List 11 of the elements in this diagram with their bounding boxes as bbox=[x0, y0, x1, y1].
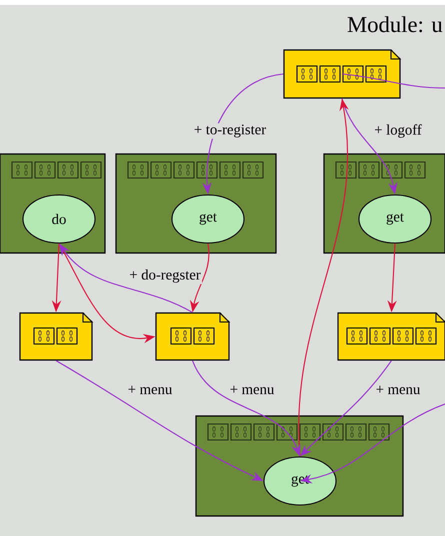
ellipse-node: get bbox=[358, 194, 432, 244]
diagram-title: Module: u bbox=[348, 16, 442, 32]
note-box bbox=[283, 49, 402, 99]
edge-label: + to-register bbox=[192, 123, 268, 139]
ellipse-node: do bbox=[22, 194, 96, 244]
note-box bbox=[337, 312, 445, 361]
note-box bbox=[155, 312, 230, 361]
note-box bbox=[19, 312, 94, 361]
ellipse-node: get bbox=[171, 194, 245, 244]
edge-label: + logoff bbox=[372, 122, 424, 140]
edge-label: + do-regster bbox=[128, 268, 202, 284]
